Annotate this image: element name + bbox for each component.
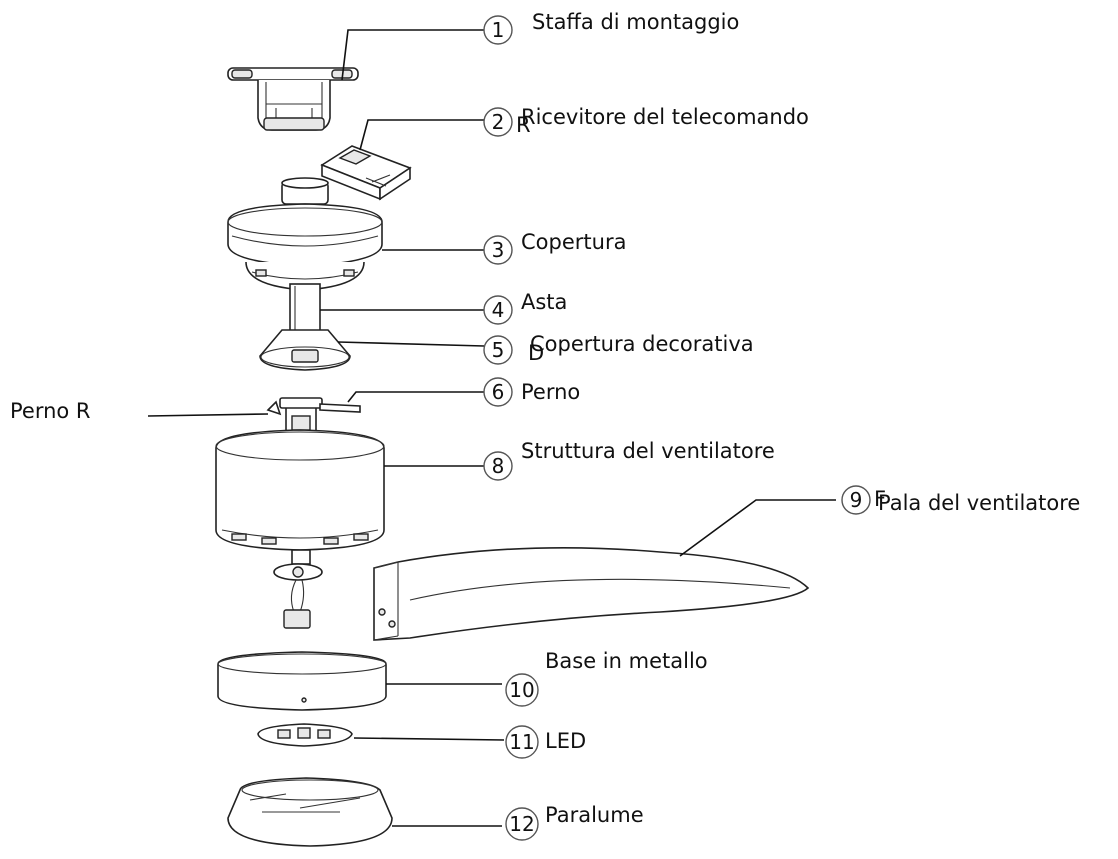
- leader-6: [347, 391, 484, 403]
- callout-badge: [483, 451, 513, 481]
- callout-label: Staffa di montaggio: [532, 10, 739, 34]
- leader-2: [359, 119, 484, 151]
- callout-badge: [483, 15, 513, 45]
- callout-3: 3 Copertura: [483, 230, 626, 265]
- callout-9: 9 F Pala del ventilatore: [841, 485, 1080, 515]
- leader-perno-r: [147, 413, 269, 417]
- callout-badge: [505, 807, 539, 841]
- callout-number: 10: [509, 678, 534, 702]
- callout-number: 8: [492, 454, 505, 478]
- callout-badge: [483, 107, 513, 137]
- callout-badge: [505, 725, 539, 759]
- callout-label: Asta: [521, 290, 567, 314]
- callout-label: Copertura decorativa: [530, 332, 754, 356]
- callout-label: Paralume: [545, 803, 644, 827]
- callout-badge: [841, 485, 871, 515]
- callout-12: 12 Paralume: [505, 803, 644, 841]
- part-remote-receiver: [320, 145, 412, 201]
- callout-badge: [483, 335, 513, 365]
- leader-1: [341, 29, 484, 81]
- callout-number: 3: [492, 238, 505, 262]
- part-led: [257, 723, 353, 747]
- callout-number: 5: [492, 338, 505, 362]
- leader-9: [679, 499, 836, 557]
- part-fan-blade: [373, 546, 810, 641]
- callout-11: 11 LED: [505, 725, 586, 759]
- callout-number: 6: [492, 380, 505, 404]
- stray-letter: D: [528, 341, 544, 365]
- callout-badge: [483, 377, 513, 407]
- part-lampshade: [227, 777, 393, 847]
- callout-5: 5 D Copertura decorativa: [483, 332, 754, 365]
- callout-label: Base in metallo: [545, 649, 708, 673]
- callout-badge: [483, 235, 513, 265]
- callout-label: Ricevitore del telecomando: [521, 105, 809, 129]
- callout-1: 1 Staffa di montaggio: [483, 10, 739, 45]
- callout-number: 9: [850, 488, 863, 512]
- callout-number: 1: [492, 18, 505, 42]
- callout-8: 8 Struttura del ventilatore: [483, 439, 775, 481]
- callout-label: Copertura: [521, 230, 626, 254]
- stray-letter: F: [874, 487, 886, 511]
- callout-badge: [505, 673, 539, 707]
- callout-4: 4 Asta: [483, 290, 567, 325]
- callout-label: LED: [545, 729, 586, 753]
- part-motor-housing: [215, 429, 385, 565]
- callout-number: 2: [492, 110, 505, 134]
- stray-letter: R: [516, 113, 531, 137]
- callout-number: 12: [509, 812, 534, 836]
- callout-label: Struttura del ventilatore: [521, 439, 775, 463]
- callout-10: 10 Base in metallo: [505, 649, 708, 707]
- callout-badge: [483, 295, 513, 325]
- callout-number: 11: [509, 730, 534, 754]
- part-decorative-cover: [259, 329, 351, 371]
- callout-2: 2 R Ricevitore del telecomando: [483, 105, 809, 137]
- side-label-perno-r: Perno R: [10, 399, 91, 423]
- callout-6: 6 Perno: [483, 377, 580, 407]
- callout-number: 4: [492, 298, 505, 322]
- part-metal-base: [217, 651, 387, 711]
- part-pin: [266, 397, 361, 435]
- leader-11: [353, 737, 505, 741]
- callout-label: Perno: [521, 380, 580, 404]
- part-mounting-bracket: [227, 67, 359, 131]
- leader-5: [337, 341, 485, 347]
- part-downrod: [289, 283, 321, 333]
- leader-lines: [147, 29, 836, 827]
- callout-label: Pala del ventilatore: [878, 491, 1080, 515]
- part-wire-connector: [273, 563, 323, 629]
- part-canopy-cover: [227, 177, 383, 291]
